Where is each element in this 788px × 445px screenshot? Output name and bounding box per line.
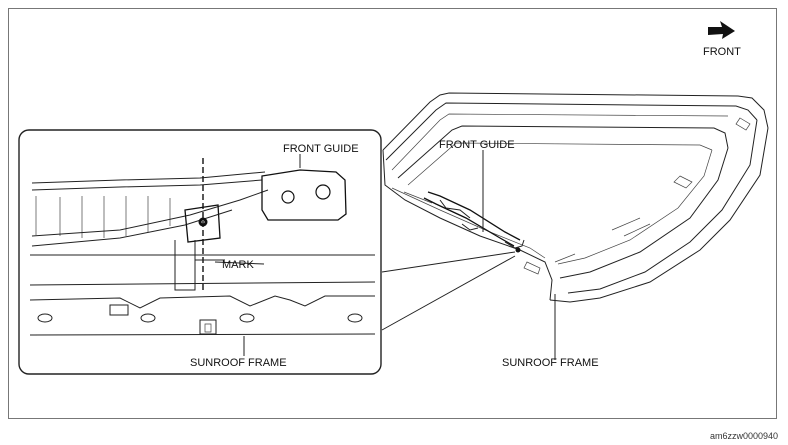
- front-label: FRONT: [703, 46, 741, 58]
- sunroof-frame-main-view: [382, 92, 769, 303]
- front-guide-main-label: FRONT GUIDE: [439, 139, 515, 151]
- leader-mark: [214, 261, 265, 265]
- front-arrow-icon: [708, 21, 735, 39]
- sunroof-frame-main-label: SUNROOF FRAME: [502, 357, 599, 369]
- zoom-line-bottom: [381, 255, 516, 331]
- sunroof-frame-detail-label: SUNROOF FRAME: [190, 357, 287, 369]
- front-guide-detail-label: FRONT GUIDE: [283, 143, 359, 155]
- mark-label: MARK: [222, 259, 254, 271]
- zoom-line-top: [381, 251, 516, 273]
- detail-view: [18, 129, 382, 375]
- figure-code: am6zzw0000940: [709, 431, 778, 441]
